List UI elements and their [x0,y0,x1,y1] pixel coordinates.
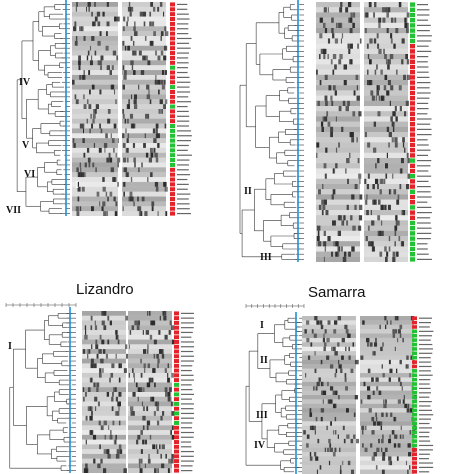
cluster-label-vii: VII [6,205,22,216]
dendrogram-tree [239,4,304,260]
cluster-label-iii-b: III [260,252,272,263]
cluster-label-i-c: I [8,341,12,352]
panel-d-title: Samarra [308,284,366,301]
dendrogram-tree [9,313,76,471]
cluster-label-vi: VI [24,169,36,180]
isolate-markers [410,2,432,262]
dendrogram-tree [16,4,70,214]
dendrogram-tree [245,317,304,473]
dendrogram-panel-a: IV V VI VII I [0,0,205,222]
cluster-label-i-a: I [75,180,79,191]
panel-a-graphic [16,0,192,216]
cluster-label-iv-d: IV [254,440,266,451]
cluster-label-i-d: I [260,320,264,331]
isolate-markers [412,316,434,474]
cluster-label-ii-b: II [244,186,252,197]
panel-d-graphic [245,304,434,474]
cluster-label-v: V [22,140,30,151]
isolate-markers [170,2,192,216]
cluster-label-iv: IV [19,77,31,88]
cluster-label-ii-d: II [260,355,268,366]
dendrogram-panel-d: I II III IV [244,300,474,474]
cluster-label-iii-d: III [256,410,268,421]
dendrogram-panel-c: I [4,297,194,474]
dendrogram-panel-b: II III [236,0,474,268]
panel-c-graphic [5,303,194,473]
isolate-markers [174,311,194,473]
panel-c-title: Lizandro [76,281,134,298]
panel-b-graphic [239,0,432,262]
